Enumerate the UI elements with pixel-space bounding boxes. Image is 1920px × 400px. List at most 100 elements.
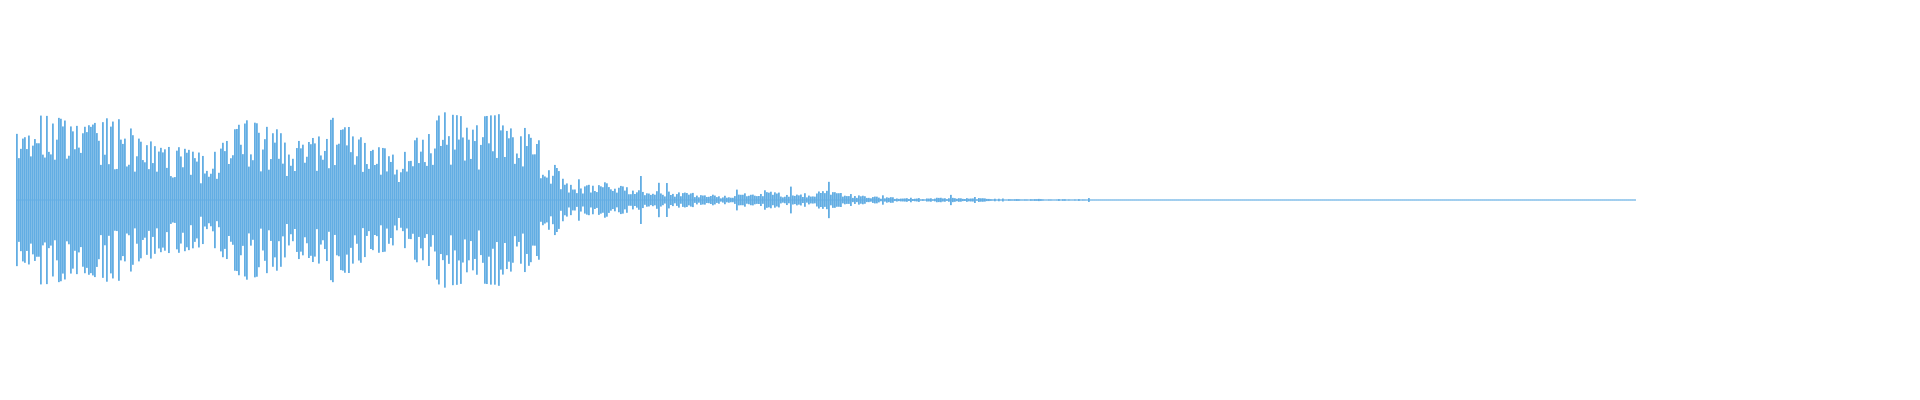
waveform-bar	[1030, 199, 1032, 201]
waveform-bar	[1538, 199, 1540, 201]
waveform-bar	[1198, 199, 1200, 201]
waveform-bar	[1156, 199, 1158, 201]
waveform-bar	[60, 118, 62, 282]
waveform-bar	[1510, 199, 1512, 201]
waveform-bar	[774, 192, 776, 208]
waveform-bar	[564, 184, 566, 216]
waveform-bar	[592, 185, 594, 215]
waveform-bar	[1474, 199, 1476, 201]
waveform-bar	[434, 148, 436, 252]
waveform-bar	[670, 194, 672, 206]
waveform-bar	[1238, 199, 1240, 201]
waveform-bar	[1518, 199, 1520, 201]
waveform-bar	[722, 197, 724, 203]
waveform-bar	[1054, 199, 1056, 201]
waveform-bar	[1234, 199, 1236, 201]
waveform-bar	[734, 196, 736, 204]
waveform-bar	[1424, 199, 1426, 201]
waveform-bar	[380, 174, 382, 226]
waveform-bar	[628, 194, 630, 206]
waveform-bar	[1604, 199, 1606, 201]
waveform-bar	[1590, 199, 1592, 201]
waveform-bar	[652, 193, 654, 207]
waveform-bar	[1284, 199, 1286, 201]
waveform-bar	[338, 143, 340, 257]
waveform-bar	[500, 130, 502, 270]
waveform-bar	[44, 157, 46, 243]
waveform-bar	[200, 183, 202, 217]
waveform-bar	[136, 156, 138, 244]
waveform-bar	[452, 114, 454, 286]
waveform-bar	[316, 170, 318, 230]
waveform-bar	[328, 168, 330, 232]
waveform-bar	[748, 195, 750, 205]
waveform-bar	[266, 126, 268, 274]
waveform-bar	[238, 124, 240, 276]
waveform-bar	[1206, 199, 1208, 201]
waveform-bar	[388, 156, 390, 244]
waveform-bar	[1038, 198, 1040, 202]
waveform-bar	[314, 143, 316, 257]
waveform-bar	[1184, 199, 1186, 201]
waveform-bar	[322, 159, 324, 241]
waveform-bar	[1512, 199, 1514, 201]
waveform-bar	[1558, 199, 1560, 201]
waveform-bar	[80, 152, 82, 248]
waveform-bar	[708, 196, 710, 204]
waveform-bar	[1446, 199, 1448, 201]
waveform-bar	[148, 169, 150, 231]
waveform-bar	[806, 197, 808, 203]
waveform-bar	[1572, 199, 1574, 201]
waveform-bar	[710, 196, 712, 204]
waveform-bar	[940, 197, 942, 203]
waveform-bar	[1588, 199, 1590, 201]
waveform-bar	[902, 198, 904, 202]
waveform-bar	[1080, 199, 1082, 201]
waveform-bar	[1552, 199, 1554, 201]
waveform-bar	[140, 141, 142, 259]
waveform-bar	[1560, 199, 1562, 201]
waveform-bar	[528, 134, 530, 266]
waveform-bar	[244, 123, 246, 277]
waveform-bar	[1352, 199, 1354, 201]
waveform-bar	[248, 166, 250, 234]
waveform-bar	[836, 193, 838, 207]
waveform-bar	[262, 149, 264, 251]
waveform-bar	[1024, 199, 1026, 201]
waveform-bar	[424, 162, 426, 238]
waveform-bar	[92, 124, 94, 276]
waveform-bar	[1256, 199, 1258, 201]
waveform-bar	[272, 133, 274, 267]
waveform-bar	[858, 195, 860, 205]
waveform-bar	[1002, 198, 1004, 202]
waveform-bar	[36, 143, 38, 257]
waveform-bar	[1052, 199, 1054, 201]
waveform-bar	[1160, 199, 1162, 201]
waveform-bar	[1502, 199, 1504, 201]
waveform-bar	[222, 142, 224, 258]
waveform-bar	[1086, 199, 1088, 201]
waveform-bar	[1268, 199, 1270, 201]
waveform-bar	[942, 198, 944, 202]
waveform-bar	[40, 115, 42, 285]
waveform-bar	[96, 133, 98, 267]
waveform-bar	[318, 136, 320, 264]
waveform-bar	[896, 198, 898, 202]
waveform-bar	[1012, 199, 1014, 201]
waveform-bar	[1162, 199, 1164, 201]
waveform-bar	[408, 161, 410, 239]
waveform-bar	[1144, 199, 1146, 201]
waveform-bar	[1436, 199, 1438, 201]
waveform-bar	[944, 198, 946, 202]
waveform-bar	[98, 140, 100, 260]
waveform-bar	[1056, 199, 1058, 201]
waveform-bar	[1356, 199, 1358, 201]
waveform-bar	[494, 115, 496, 285]
waveform-bar	[1462, 199, 1464, 201]
waveform-bar	[690, 193, 692, 207]
waveform-bar	[952, 197, 954, 203]
waveform-bar	[514, 163, 516, 237]
waveform-bar	[496, 157, 498, 243]
waveform-bar	[762, 196, 764, 204]
waveform-bar	[1176, 199, 1178, 201]
